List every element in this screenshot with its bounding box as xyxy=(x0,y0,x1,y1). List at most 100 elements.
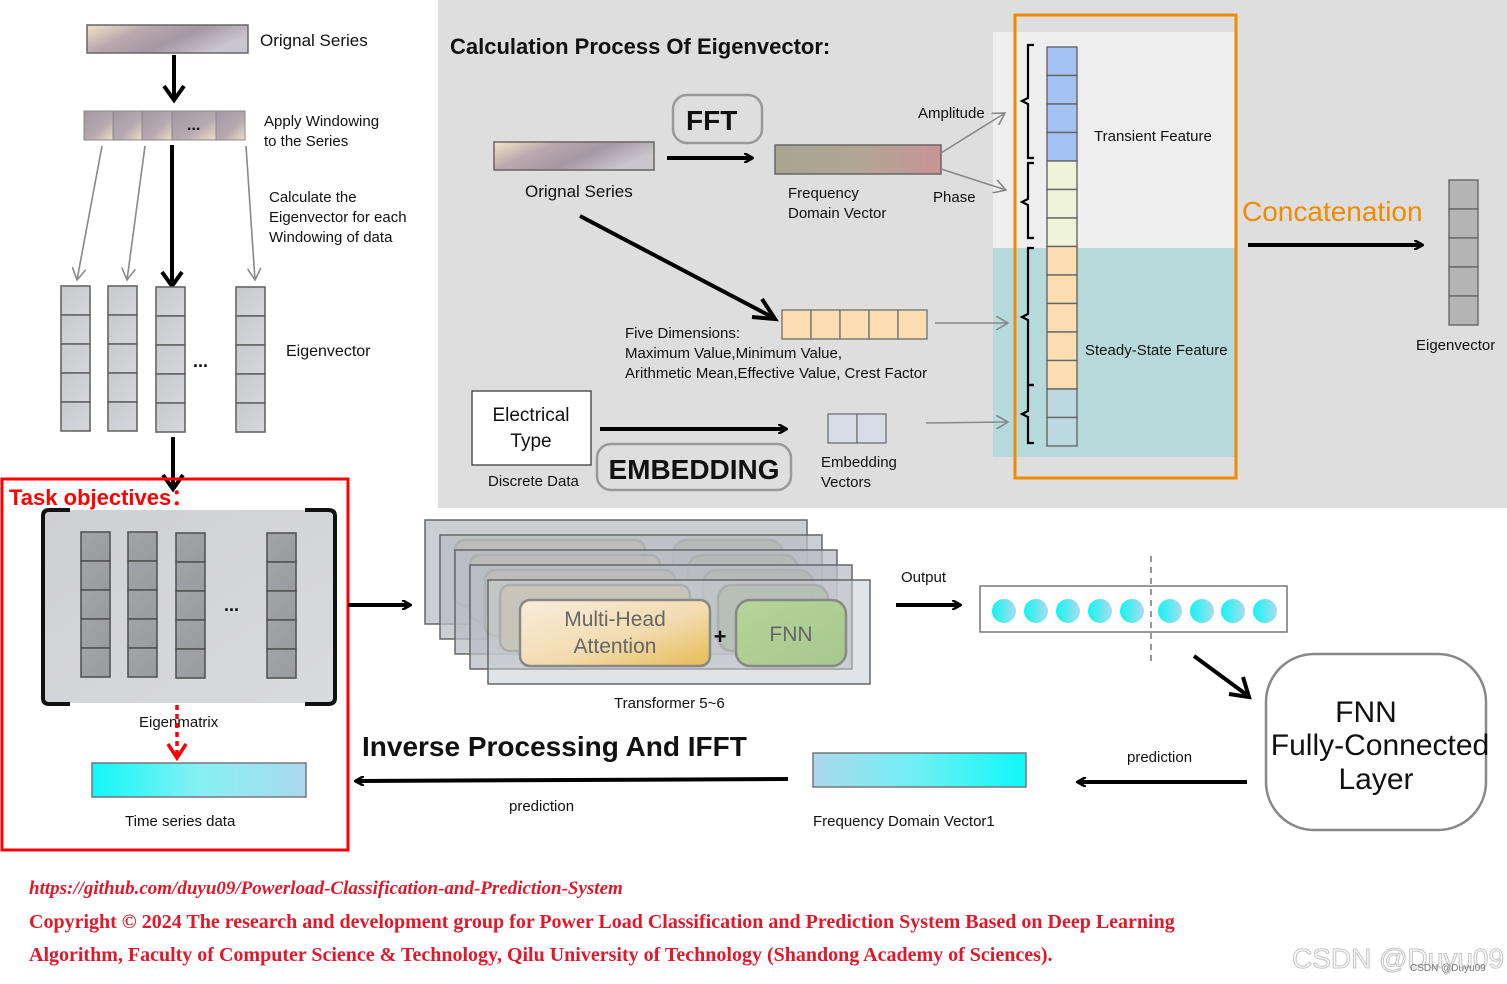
five-dims-line1: Five Dimensions: xyxy=(625,325,740,342)
window-arrow-3 xyxy=(160,145,184,290)
freq-vector1-label: Frequency Domain Vector1 xyxy=(813,813,995,830)
watermark-large: CSDN @Duyu09 xyxy=(1292,943,1504,974)
attention-block xyxy=(518,598,712,668)
eigenvector-cell xyxy=(107,285,138,316)
result-eigenvector-cell xyxy=(1448,179,1479,210)
output-node xyxy=(1056,599,1080,623)
footer: https://github.com/duyu09/Powerload-Clas… xyxy=(29,878,1505,975)
result-eigenvector-cell xyxy=(1448,208,1479,239)
result-eigenvector-label: Eigenvector xyxy=(1416,337,1495,354)
attention-label-line2: Attention xyxy=(574,635,657,658)
calc-original-series-label: Orignal Series xyxy=(525,182,633,201)
frequency-domain-vector1-bar xyxy=(812,752,1027,788)
windowing-ellipsis: ... xyxy=(187,117,200,134)
eigenvector-cell xyxy=(60,372,91,403)
feature-cell xyxy=(1046,188,1078,219)
amplitude-label: Amplitude xyxy=(918,105,985,122)
left-flow: Orignal Series ... Apply Windowing to th… xyxy=(60,24,407,493)
output-node xyxy=(1088,599,1112,623)
arrow-down-to-task-icon xyxy=(161,437,185,493)
eigenvector-cell xyxy=(107,314,138,345)
feature-cell xyxy=(1046,331,1078,362)
feature-cell xyxy=(1046,46,1078,77)
eigenmatrix-cell xyxy=(266,561,297,592)
discrete-data-label: Discrete Data xyxy=(488,473,580,490)
feature-cell xyxy=(1046,217,1078,248)
right-bracket-icon xyxy=(305,508,337,706)
electrical-type-box xyxy=(471,390,592,466)
calc-label-line1: Calculate the xyxy=(269,189,357,206)
five-dims-line2: Maximum Value,Minimum Value, xyxy=(625,345,842,362)
transient-feature-label: Transient Feature xyxy=(1094,128,1212,145)
windowing-bar: ... xyxy=(83,110,246,141)
task-objectives-box: Task objectives： ... Eigenmatrix Time se… xyxy=(0,477,350,852)
feature-cell xyxy=(1046,274,1078,305)
eigenvector-cell xyxy=(235,373,266,404)
output-node xyxy=(1221,599,1245,623)
feature-cell xyxy=(1046,103,1078,134)
time-series-label: Time series data xyxy=(125,813,236,830)
eigenmatrix-cell xyxy=(175,532,206,563)
footer-copyright-line1: Copyright © 2024 The research and develo… xyxy=(29,911,1175,933)
prediction-label-left: prediction xyxy=(509,798,574,815)
window-arrow-2 xyxy=(127,145,146,280)
output-node xyxy=(1190,599,1214,623)
eigenmatrix-cell xyxy=(80,531,111,562)
electrical-type-line2: Type xyxy=(510,431,551,452)
brace-phase-icon xyxy=(1019,161,1034,240)
five-dimensions-vector xyxy=(781,309,928,340)
transformer-caption: Transformer 5~6 xyxy=(614,695,725,712)
prediction-label-right: prediction xyxy=(1127,749,1192,766)
eigenvector-cell xyxy=(107,401,138,432)
five-dims-cell xyxy=(781,309,812,340)
eigenvector-cell xyxy=(155,315,186,346)
feature-cell xyxy=(1046,416,1078,447)
steady-state-feature-label: Steady-State Feature xyxy=(1085,342,1228,359)
watermark-small: CSDN @Duyu09 xyxy=(1410,963,1486,974)
feature-vector xyxy=(1046,46,1078,447)
eigenmatrix-cell xyxy=(127,560,158,591)
eigenvector-cell xyxy=(155,402,186,433)
eigenmatrix-cell xyxy=(127,618,158,649)
plus-icon: + xyxy=(714,624,727,649)
result-eigenvector-cell xyxy=(1448,237,1479,268)
eigenvector-cell xyxy=(60,401,91,432)
output-node xyxy=(1253,599,1277,623)
footer-url[interactable]: https://github.com/duyu09/Powerload-Clas… xyxy=(29,878,623,899)
five-dims-cell xyxy=(897,309,928,340)
feature-cell xyxy=(1046,302,1078,333)
eigenvector-cell xyxy=(155,344,186,375)
embedding-vectors-arrow xyxy=(925,422,1008,423)
windowing-label-line1: Apply Windowing xyxy=(264,113,379,130)
dotted-arrow-icon xyxy=(166,705,188,762)
fft-label: FFT xyxy=(686,105,737,136)
embedding-vector-cell xyxy=(856,413,887,444)
task-objectives-title: Task objectives： xyxy=(9,485,193,510)
fft-badge xyxy=(671,93,764,145)
attention-label-line1: Multi-Head xyxy=(564,608,666,631)
output-label: Output xyxy=(901,569,947,586)
output-node xyxy=(1024,599,1048,623)
eigenvector-cell xyxy=(235,286,266,317)
feature-cell xyxy=(1046,131,1078,162)
eigenmatrix-cell xyxy=(80,647,111,678)
embedding-vector-cell xyxy=(827,413,858,444)
eigenmatrix-cell xyxy=(266,532,297,563)
arrow-down-icon xyxy=(162,55,186,104)
five-dims-line3: Arithmetic Mean,Effective Value, Crest F… xyxy=(625,365,927,382)
original-series-label: Orignal Series xyxy=(260,31,368,50)
freq-vector-line1: Frequency xyxy=(788,185,859,202)
electrical-type-line1: Electrical xyxy=(492,405,569,426)
fnn-layer-box xyxy=(1264,652,1488,832)
eigenvector-label: Eigenvector xyxy=(286,343,371,360)
eigenmatrix-cell xyxy=(266,590,297,621)
feature-cell xyxy=(1046,245,1078,276)
output-node xyxy=(992,599,1016,623)
embedding-badge xyxy=(595,442,793,492)
fnn-block xyxy=(734,598,848,668)
time-series-bar xyxy=(91,762,307,798)
eigenvector-cell xyxy=(235,402,266,433)
inverse-processing-title: Inverse Processing And IFFT xyxy=(362,731,747,762)
